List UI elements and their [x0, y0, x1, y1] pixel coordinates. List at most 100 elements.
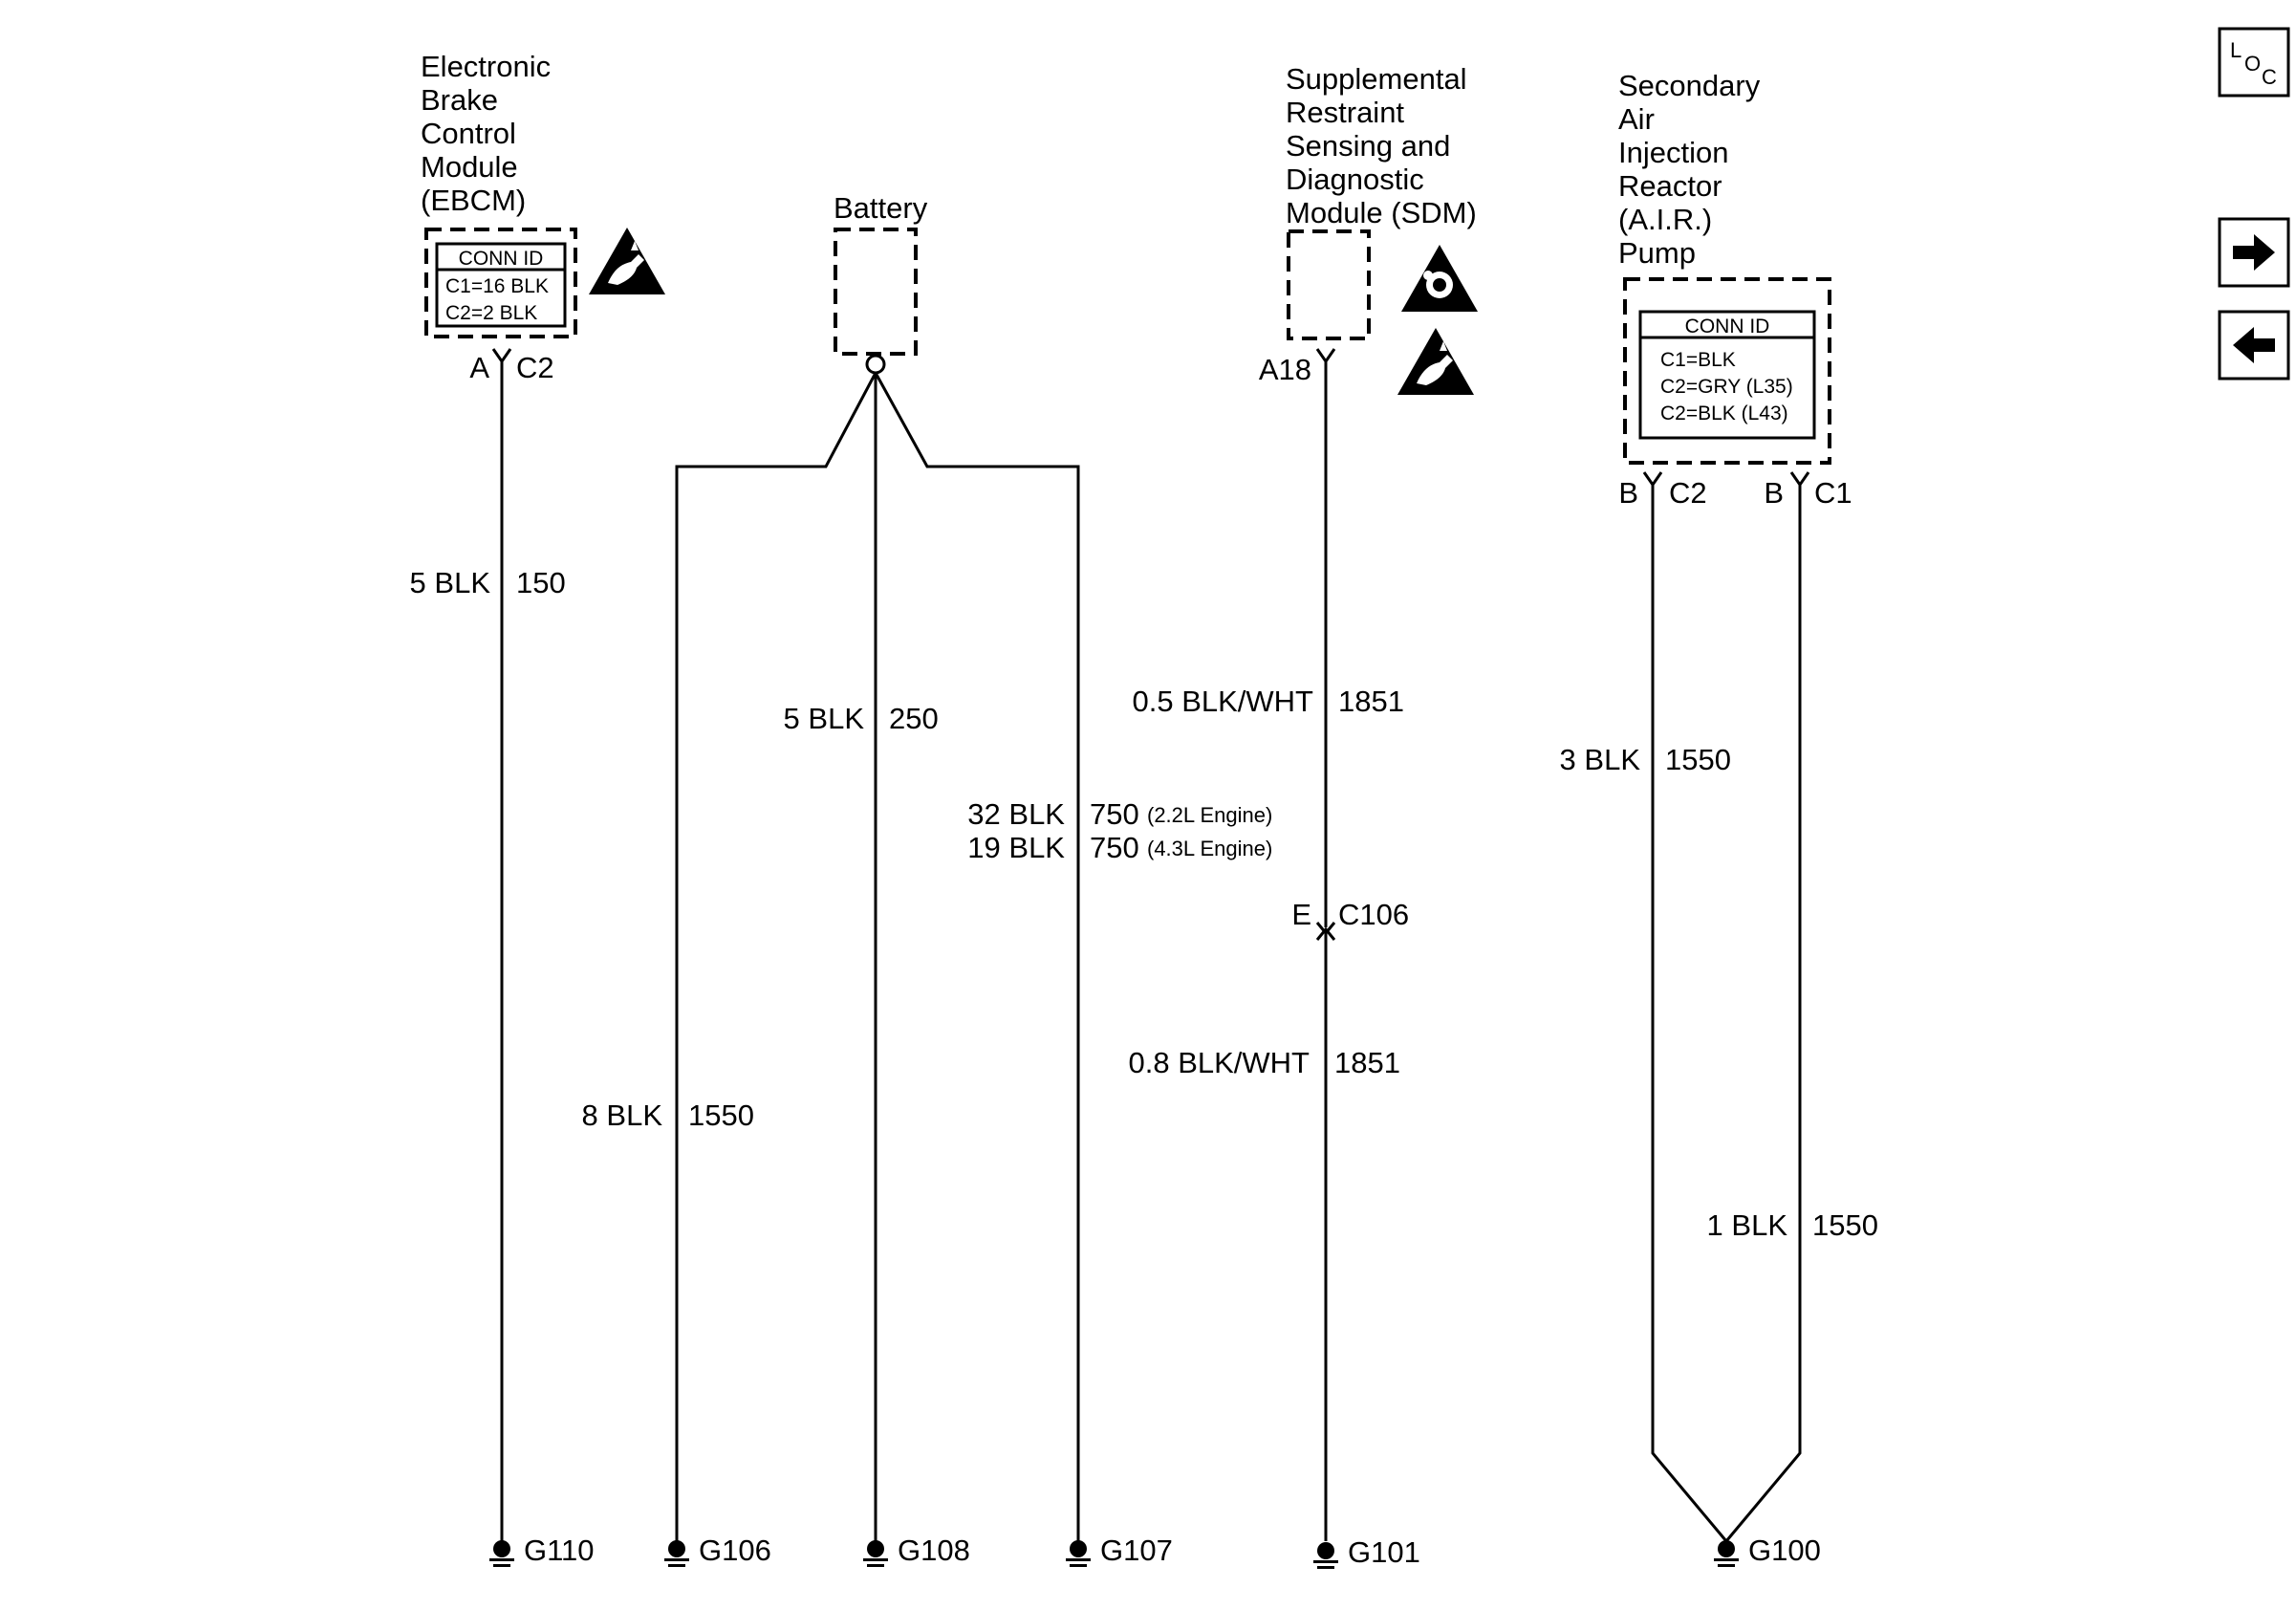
air-pump-conn-id-line-3: C2=BLK (L43) [1660, 402, 1788, 424]
ebcm-title-line-2: Brake [421, 83, 498, 117]
ground-g101: G101 [1313, 1535, 1420, 1569]
air-pump-title-line-2: Air [1618, 102, 1655, 136]
battery-wires: 8 BLK 1550 5 BLK 250 32 BLK 750 (2.2L En… [582, 372, 1272, 1541]
esd-warning-icon-sdm [1397, 328, 1474, 395]
sdm-component: Supplemental Restraint Sensing and Diagn… [1259, 62, 1478, 395]
air-pump-title-line-1: Secondary [1618, 69, 1761, 102]
next-page-button[interactable] [2218, 217, 2290, 288]
ground-icon [489, 1540, 514, 1567]
ground-g106: G106 [664, 1534, 771, 1567]
airbag-warning-icon [1401, 245, 1478, 312]
sdm-lower-gauge-color: 0.8 BLK/WHT [1129, 1046, 1310, 1079]
sdm-title-line-1: Supplemental [1286, 62, 1467, 96]
sdm-title-line-3: Sensing and [1286, 129, 1450, 163]
ground-label-g101: G101 [1348, 1535, 1420, 1569]
ebcm-wire-gauge-color: 5 BLK [410, 566, 491, 599]
c106-connector-lower [1315, 926, 1336, 941]
ground-g100: G100 [1714, 1534, 1821, 1567]
battery-right-gauge-color-1: 32 BLK [967, 797, 1065, 831]
svg-text:O: O [2244, 52, 2261, 76]
ground-label-g100: G100 [1748, 1534, 1821, 1567]
ebcm-title-line-4: Module [421, 150, 518, 184]
ebcm-wire-circuit: 150 [516, 566, 566, 599]
ebcm-pin-label: A [469, 351, 489, 384]
c106-pin-label: E [1291, 898, 1311, 931]
ground-label-g110: G110 [524, 1534, 595, 1567]
ground-g107: G107 [1066, 1534, 1173, 1567]
sdm-lower-circuit: 1851 [1334, 1046, 1400, 1079]
sdm-title-line-2: Restraint [1286, 96, 1404, 129]
air-pump-left-wire [1651, 485, 1728, 1542]
previous-page-button[interactable] [2218, 310, 2290, 381]
air-pump-title-line-5: (A.I.R.) [1618, 203, 1712, 236]
air-pump-conn-id-header: CONN ID [1685, 315, 1770, 337]
battery-right-note-2: (4.3L Engine) [1147, 837, 1272, 860]
battery-right-circuit-2: 750 [1090, 831, 1139, 864]
ground-icon [863, 1540, 888, 1567]
loc-button[interactable]: L O C [2218, 27, 2290, 98]
air-pump-pin-right-label: B [1764, 476, 1784, 510]
ground-label-g107: G107 [1100, 1534, 1173, 1567]
air-pump-pin-symbol-c1 [1789, 471, 1810, 488]
battery-component: Battery [834, 191, 928, 375]
battery-center-circuit: 250 [889, 702, 939, 735]
esd-warning-icon [589, 228, 665, 294]
svg-text:C: C [2262, 65, 2277, 89]
ground-icon [1066, 1540, 1091, 1567]
sdm-pin-label: A18 [1259, 353, 1311, 386]
ground-g108: G108 [863, 1534, 970, 1567]
air-right-gauge-color: 1 BLK [1707, 1208, 1788, 1242]
ground-g110: G110 [489, 1534, 595, 1567]
battery-right-circuit-1: 750 [1090, 797, 1139, 831]
battery-terminal [865, 354, 886, 375]
c106-connector-label: C106 [1338, 898, 1409, 931]
air-pump-conn-id-line-1: C1=BLK [1660, 349, 1736, 371]
ebcm-conn-id-box [435, 242, 567, 328]
air-pump-conn-id-line-2: C2=GRY (L35) [1660, 376, 1793, 398]
air-pump-right-wire [1724, 485, 1802, 1542]
ebcm-wire: 5 BLK 150 [410, 361, 566, 1541]
air-pump-outline [1623, 277, 1831, 465]
ebcm-title-line-1: Electronic [421, 50, 551, 83]
air-pump-title-line-6: Pump [1618, 236, 1696, 270]
ebcm-conn-id-header: CONN ID [459, 248, 544, 270]
battery-right-wire [874, 372, 1080, 1541]
ebcm-pin-symbol [491, 348, 512, 364]
air-pump-connector-right-label: C1 [1814, 476, 1852, 510]
battery-left-circuit: 1550 [688, 1099, 754, 1132]
sdm-upper-gauge-color: 0.5 BLK/WHT [1133, 685, 1314, 718]
battery-left-gauge-color: 8 BLK [582, 1099, 663, 1132]
battery-title: Battery [834, 191, 928, 225]
ebcm-title-line-3: Control [421, 117, 516, 150]
ground-icon [1313, 1542, 1338, 1569]
air-pump-component: Secondary Air Injection Reactor (A.I.R.)… [1618, 69, 1852, 510]
ebcm-component: Electronic Brake Control Module (EBCM) C… [421, 50, 665, 384]
ebcm-outline [424, 228, 577, 338]
sdm-wire: 0.5 BLK/WHT 1851 E C106 0.8 BLK/WHT 1851 [1129, 361, 1409, 1541]
air-right-circuit: 1550 [1812, 1208, 1878, 1242]
air-left-gauge-color: 3 BLK [1560, 743, 1641, 776]
air-pump-pin-left-label: B [1618, 476, 1638, 510]
arrow-left-icon [2233, 327, 2275, 363]
air-pump-title-line-4: Reactor [1618, 169, 1722, 203]
air-pump-wires: 3 BLK 1550 1 BLK 1550 [1560, 485, 1878, 1542]
ebcm-conn-id-line-2: C2=2 BLK [445, 302, 537, 324]
ebcm-title-line-5: (EBCM) [421, 184, 526, 217]
air-pump-title-line-3: Injection [1618, 136, 1728, 169]
air-pump-pin-symbol-c2 [1642, 471, 1663, 488]
ebcm-conn-id-line-1: C1=16 BLK [445, 275, 549, 297]
battery-outline [834, 228, 918, 356]
battery-right-note-1: (2.2L Engine) [1147, 803, 1272, 827]
sdm-upper-circuit: 1851 [1338, 685, 1404, 718]
ground-label-g106: G106 [699, 1534, 771, 1567]
sdm-pin-symbol [1315, 348, 1336, 364]
ground-icon [664, 1540, 689, 1567]
arrow-right-icon [2233, 234, 2275, 271]
sdm-title-line-5: Module (SDM) [1286, 196, 1477, 229]
ground-icon [1714, 1540, 1739, 1567]
battery-left-wire [675, 372, 877, 1541]
loc-icon: L O C [2230, 38, 2277, 89]
sdm-title-line-4: Diagnostic [1286, 163, 1424, 196]
ground-label-g108: G108 [898, 1534, 970, 1567]
